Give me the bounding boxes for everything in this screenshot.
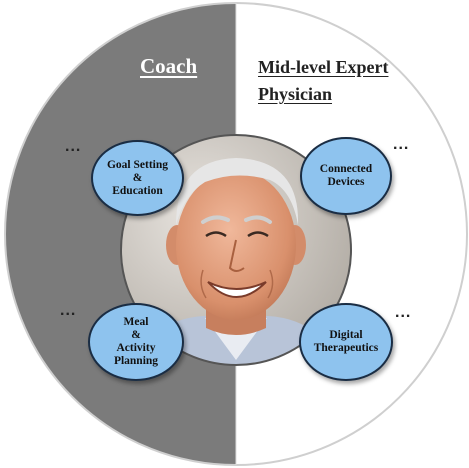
ellipsis-top-left: ... <box>65 138 82 155</box>
photo-ring <box>120 134 352 366</box>
meal-activity-bubble: Meal & Activity Planning <box>88 303 184 381</box>
digital-therapeutics-bubble: Digital Therapeutics <box>299 303 393 381</box>
expert-label-line1: Mid-level Expert <box>258 57 389 77</box>
ellipsis-bottom-left: ... <box>60 302 77 319</box>
coach-label: Coach <box>140 54 198 78</box>
ellipsis-top-right: ... <box>393 136 410 153</box>
goal-setting-bubble: Goal Setting & Education <box>91 140 184 216</box>
expert-label-line2: Physician <box>258 84 333 104</box>
connected-devices-bubble: Connected Devices <box>300 137 392 215</box>
ellipsis-bottom-right: ... <box>395 304 412 321</box>
